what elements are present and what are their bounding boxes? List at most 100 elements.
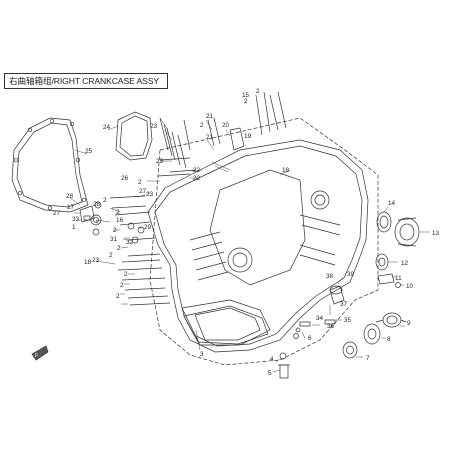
callout-label: 1	[72, 224, 76, 231]
callout-label: 17	[67, 204, 75, 211]
callout-label: 25	[85, 148, 93, 155]
callout-label: 2	[120, 282, 124, 289]
bolt-20	[207, 117, 221, 147]
diagram-title-box: 右曲轴箱组/RIGHT CRANKCASE ASSY	[4, 73, 168, 89]
callout-label: 16	[116, 217, 124, 224]
callout-label: 19	[244, 133, 252, 140]
callout-label: 2	[117, 245, 121, 252]
top-bolts	[255, 91, 287, 136]
washer-4	[279, 352, 287, 360]
crankcase-bore	[209, 169, 306, 286]
callout-label: 33	[72, 216, 80, 223]
callout-label: 27	[53, 210, 61, 217]
assembly-dashed-outline	[149, 117, 379, 366]
callout-label: 3	[200, 351, 204, 358]
callout-label: 2	[116, 293, 120, 300]
leader-lines	[69, 117, 430, 373]
callout-label: 11	[395, 275, 402, 282]
gear-1	[92, 228, 100, 236]
callout-label: 2	[256, 88, 260, 95]
callout-label: 2	[113, 227, 117, 234]
callout-label: 22	[193, 167, 201, 174]
diagram-title: 右曲轴箱组/RIGHT CRANKCASE ASSY	[9, 76, 160, 86]
callout-label: 2	[116, 209, 120, 216]
callout-label: 23	[92, 257, 100, 264]
top-bolts-left	[159, 117, 191, 169]
fitting-19	[229, 127, 245, 151]
pump-housing-17	[79, 205, 95, 223]
callout-label: 32	[126, 239, 134, 246]
main-bearing-boss	[227, 247, 253, 273]
callout-label: 21	[206, 134, 214, 141]
ring-28	[94, 201, 102, 209]
callout-label: 18	[84, 259, 92, 266]
callout-label: 27	[139, 188, 147, 195]
shaft-boss	[310, 190, 330, 210]
gasket-bolt-holes	[13, 118, 87, 211]
callout-label: 20	[222, 122, 230, 129]
callout-label: 2	[200, 122, 204, 129]
front-arrow-icon	[31, 345, 49, 361]
flag-label: F	[35, 353, 38, 359]
bearing-13	[394, 217, 420, 247]
callout-label: 26	[121, 175, 129, 182]
callout-label: 38	[326, 273, 334, 280]
oil-pan-gasket-3	[183, 305, 269, 345]
small-gasket	[115, 111, 153, 161]
gear-31	[127, 222, 135, 230]
callout-label: 18	[282, 167, 290, 174]
callout-label: 4	[270, 356, 274, 363]
washer-10	[395, 282, 401, 288]
washer-6	[293, 333, 299, 339]
shaft-33	[83, 215, 91, 221]
callout-label: 9	[407, 320, 411, 327]
sleeve-38	[329, 285, 345, 305]
clip-11	[377, 273, 395, 285]
callout-label: 28	[93, 201, 101, 208]
part-callouts: 2 15 2 25 24 23 21 20 2 19 21 22 22 18 2…	[35, 88, 440, 377]
callout-label: 13	[432, 230, 440, 237]
callout-label: 14	[388, 200, 396, 207]
crankcase-main-outline	[147, 139, 369, 353]
callout-label: 36	[327, 323, 335, 330]
callout-label: 2	[138, 179, 142, 186]
gear-29	[131, 236, 139, 244]
callout-label: 28	[66, 193, 74, 200]
bearing-14	[376, 211, 392, 233]
drain-plug-5	[279, 364, 289, 379]
callout-label: 23	[156, 158, 164, 165]
callout-label: 12	[401, 260, 409, 267]
bolts-23	[157, 157, 196, 177]
callout-label: 5	[268, 370, 272, 377]
oil-seal-9	[382, 312, 402, 328]
pump-gear-16	[90, 214, 102, 226]
dowel-34	[295, 327, 301, 333]
callout-label: 23	[146, 191, 154, 198]
callout-label: 2	[109, 252, 113, 259]
callout-label: 2	[124, 271, 128, 278]
crankcase-ribs	[189, 231, 229, 281]
gear-32	[137, 226, 145, 234]
gasket-outline	[11, 117, 89, 213]
callout-label: 31	[110, 236, 118, 243]
lower-sump	[181, 299, 271, 346]
bearing-8	[363, 323, 381, 345]
pin-37	[324, 319, 336, 325]
callout-label: 10	[406, 283, 414, 290]
callout-label: 2	[244, 98, 248, 105]
callout-label: 23	[150, 123, 158, 130]
gasket-inner-outline	[16, 122, 83, 208]
callout-label: 15	[242, 92, 250, 99]
callout-label: 2	[103, 197, 107, 204]
callout-label: 7	[366, 355, 370, 362]
callout-label: 21	[206, 113, 214, 120]
callout-label: 39	[347, 271, 355, 278]
callout-label: 22	[193, 175, 201, 182]
left-bolts	[109, 195, 171, 306]
seal-7	[342, 341, 358, 359]
callout-label: 35	[344, 317, 352, 324]
pin-36	[299, 321, 311, 327]
callout-label: 37	[340, 301, 348, 308]
